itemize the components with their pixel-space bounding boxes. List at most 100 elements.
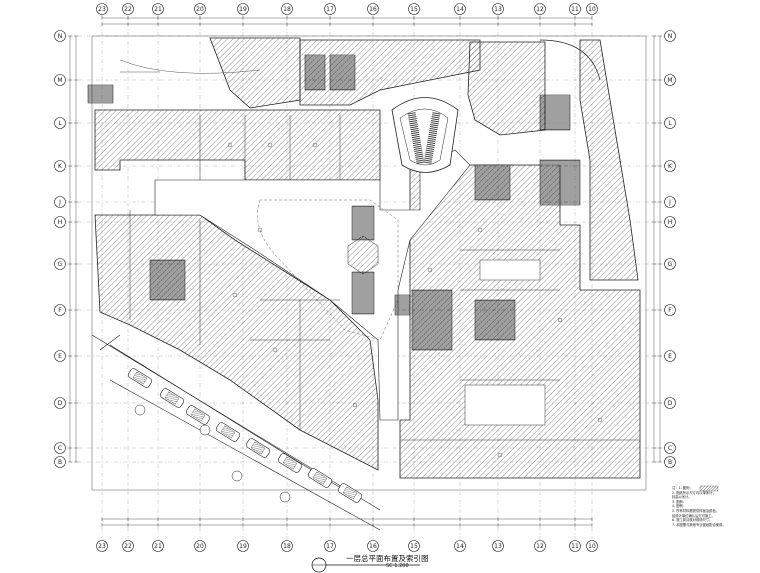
svg-text:M: M	[667, 77, 672, 84]
note-line: 3. 图例：	[672, 499, 687, 504]
axis-bubble-bottom: 18	[281, 540, 293, 552]
axis-bubble-bottom: 12	[534, 540, 546, 552]
parked-car	[308, 468, 332, 488]
drawing-title: 一层总平面布置及索引图	[346, 554, 429, 563]
axis-bubble-right: M	[664, 74, 676, 86]
room-tag	[557, 317, 563, 323]
svg-text:K: K	[668, 163, 673, 170]
room-tag	[257, 227, 263, 233]
svg-text:16: 16	[369, 6, 377, 13]
axis-bubble-right: N	[664, 30, 676, 42]
axis-bubble-bottom: 11	[569, 540, 581, 552]
svg-text:C: C	[668, 445, 672, 452]
axis-bubbles: 23 22 21 20 19 18 17 16 15 14 13 12 11 10 23 22 21 20 19 18…	[54, 3, 676, 552]
axis-bubble-left: L	[54, 117, 66, 129]
svg-text:C: C	[58, 445, 62, 452]
note-line: 7. 本图需与其他专业图纸配合使用。	[672, 522, 726, 527]
general-notes: 注：1. 图例：2. 图纸所示尺寸均以毫米计， 标高以米计。3. 图例：4. 图…	[672, 486, 758, 527]
axis-bubble-bottom: 21	[152, 540, 164, 552]
svg-text:23: 23	[98, 543, 106, 550]
axis-bubble-top: 20	[194, 3, 206, 15]
axis-bubble-top: 13	[492, 3, 504, 15]
svg-text:20: 20	[196, 543, 204, 550]
svg-text:22: 22	[124, 6, 132, 13]
axis-bubble-top: 15	[408, 3, 420, 15]
axis-bubble-right: K	[664, 160, 676, 172]
svg-text:19: 19	[239, 6, 247, 13]
axis-bubble-bottom: 14	[454, 540, 466, 552]
svg-text:D: D	[58, 400, 63, 407]
axis-bubble-left: N	[54, 30, 66, 42]
axis-bubble-bottom: 20	[194, 540, 206, 552]
axis-bubble-right: F	[664, 304, 676, 316]
svg-text:10: 10	[588, 6, 596, 13]
svg-text:L: L	[58, 120, 62, 127]
room-tag	[227, 142, 233, 148]
axis-bubble-bottom: 10	[586, 540, 598, 552]
parked-car	[278, 453, 302, 473]
canopy-outline	[257, 199, 399, 341]
axis-bubble-top: 23	[96, 3, 108, 15]
axis-bubble-left: M	[54, 74, 66, 86]
svg-text:21: 21	[154, 6, 162, 13]
svg-text:14: 14	[456, 543, 464, 550]
svg-text:13: 13	[494, 6, 502, 13]
svg-text:19: 19	[239, 543, 247, 550]
axis-bubble-right: L	[664, 117, 676, 129]
note-line: 4. 图例：	[672, 504, 687, 509]
svg-text:E: E	[668, 353, 672, 360]
axis-bubble-right: G	[664, 258, 676, 270]
drawing-title-symbol	[311, 557, 420, 573]
axis-bubble-bottom: 22	[122, 540, 134, 552]
axis-bubble-left: K	[54, 160, 66, 172]
block-northwest	[209, 37, 301, 109]
svg-text:17: 17	[326, 543, 334, 550]
parked-cars	[128, 368, 362, 503]
svg-text:23: 23	[98, 6, 106, 13]
note-line: 2. 图纸所示尺寸均以毫米计，	[672, 490, 716, 495]
axis-bubble-bottom: 13	[492, 540, 504, 552]
axis-bubble-top: 22	[122, 3, 134, 15]
axis-bubble-left: C	[54, 442, 66, 454]
axis-bubble-right: H	[664, 216, 676, 228]
svg-text:10: 10	[588, 543, 596, 550]
axis-bubble-right: E	[664, 350, 676, 362]
drawing-scale: SC 1:200	[386, 563, 409, 569]
svg-text:12: 12	[536, 543, 544, 550]
svg-text:15: 15	[410, 6, 418, 13]
room-tag	[352, 402, 358, 408]
svg-text:16: 16	[369, 543, 377, 550]
note-line: 注：1. 图例：	[672, 486, 693, 490]
parked-car	[186, 405, 210, 425]
axis-bubble-bottom: 15	[408, 540, 420, 552]
block-east-strip	[579, 39, 639, 281]
axis-bubble-top: 19	[237, 3, 249, 15]
axis-bubble-bottom: 16	[367, 540, 379, 552]
interior-partitions	[129, 115, 640, 441]
axis-bubble-right: C	[664, 442, 676, 454]
parked-car	[246, 438, 270, 458]
parked-car	[338, 483, 362, 503]
axis-bubble-top: 17	[324, 3, 336, 15]
dimension-lines	[68, 16, 662, 527]
room-labels	[227, 142, 603, 458]
room-tag	[232, 292, 238, 298]
axis-bubble-top: 21	[152, 3, 164, 15]
axis-bubble-top: 18	[281, 3, 293, 15]
svg-text:J: J	[668, 199, 671, 206]
room-tag	[312, 142, 318, 148]
svg-text:E: E	[58, 353, 62, 360]
section-callout-south	[134, 404, 291, 503]
svg-text:18: 18	[283, 6, 291, 13]
room-tag	[477, 227, 483, 233]
axis-bubble-left: H	[54, 216, 66, 228]
svg-text:22: 22	[124, 543, 132, 550]
axis-bubble-bottom: 17	[324, 540, 336, 552]
note-line: 标高以米计。	[672, 495, 692, 500]
room-tag	[272, 347, 278, 353]
axis-bubble-left: D	[54, 397, 66, 409]
svg-text:H: H	[58, 219, 63, 226]
svg-text:K: K	[58, 163, 63, 170]
